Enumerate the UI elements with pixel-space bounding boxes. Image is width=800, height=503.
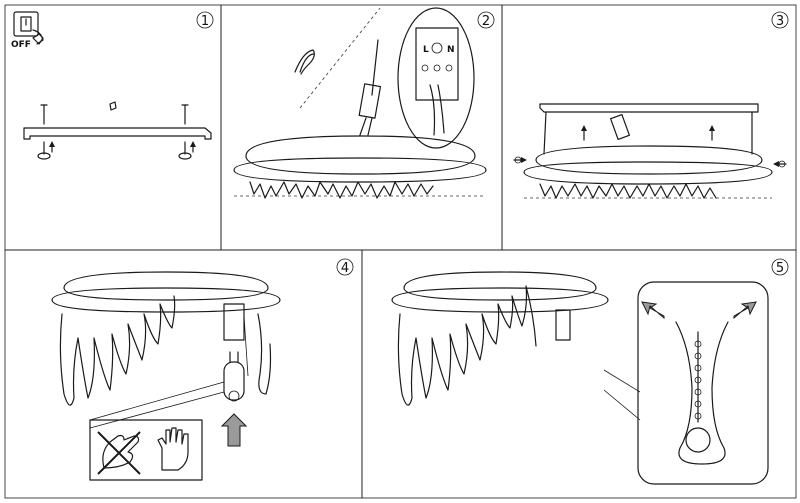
svg-text:2: 2	[482, 14, 490, 29]
terminal-label-n: N	[447, 45, 455, 55]
screw-anchor-left-icon	[37, 104, 55, 160]
arrow-up-left-icon	[641, 301, 665, 320]
step-number-2: 2	[477, 11, 495, 29]
guide-line	[299, 7, 381, 109]
side-screw-right-icon	[773, 160, 787, 168]
suspension-cable	[358, 39, 382, 136]
bulb-socket-icon	[223, 303, 245, 341]
ground-icon	[431, 42, 443, 54]
step-number-5: 5	[771, 258, 789, 276]
side-screw-left-icon	[513, 156, 527, 164]
canopy-step-2	[233, 135, 487, 183]
panel-step-2-frame	[220, 4, 503, 251]
power-switch-label: OFF	[11, 40, 31, 50]
panel-step-5-frame	[361, 249, 797, 499]
crystal-row-step-3	[524, 183, 772, 199]
screw-icon	[109, 101, 117, 111]
no-bare-hand-icon	[97, 431, 141, 475]
svg-text:1: 1	[201, 14, 209, 29]
mounting-bracket	[23, 127, 212, 140]
canopy-step-4	[51, 271, 281, 313]
glove-warning-box	[89, 419, 203, 481]
driver-box-icon	[609, 114, 631, 140]
gloved-hand-icon	[157, 427, 189, 471]
step-number-1: 1	[196, 11, 214, 29]
svg-text:3: 3	[776, 14, 784, 29]
canopy-step-3	[523, 145, 773, 185]
canopy-step-5	[391, 271, 609, 313]
callout-lines-step-4	[89, 381, 225, 429]
power-switch-icon: OFF	[11, 11, 44, 50]
crystal-curtain-step-5	[397, 285, 571, 406]
terminal-label-l: L	[423, 45, 429, 55]
crystal-curtain-step-4	[59, 295, 272, 406]
panel-step-4-frame	[4, 249, 363, 499]
crystal-detail-callout	[637, 281, 769, 485]
arrow-up-right-icon	[733, 301, 757, 320]
svg-text:4: 4	[341, 261, 349, 276]
cable-tie-icon	[294, 49, 315, 75]
step-number-4: 4	[336, 258, 354, 276]
svg-text:5: 5	[776, 261, 784, 276]
g9-bulb-icon	[223, 351, 245, 402]
screw-anchor-right-icon	[178, 104, 196, 160]
ceiling-plate	[539, 103, 759, 155]
insert-arrow-icon	[220, 413, 248, 447]
step-number-3: 3	[771, 11, 789, 29]
terminal-block-callout: L N	[397, 7, 475, 149]
crystal-row-step-2	[234, 181, 486, 199]
callout-lines-step-5	[603, 369, 641, 421]
